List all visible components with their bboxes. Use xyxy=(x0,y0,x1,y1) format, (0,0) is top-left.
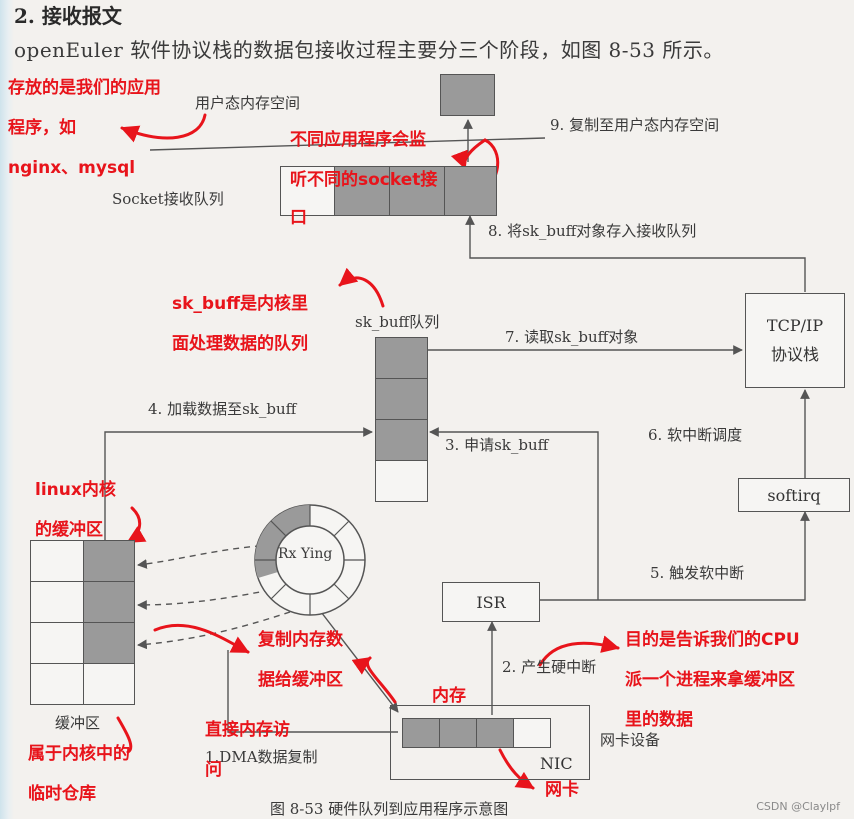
annotation: 直接内存访 xyxy=(205,720,290,740)
buffer-cell xyxy=(83,581,135,623)
nic-cell xyxy=(402,718,440,748)
rx-ring xyxy=(254,504,366,616)
isr-label: ISR xyxy=(476,592,506,612)
step-6-label: 6. 软中断调度 xyxy=(648,426,743,444)
tcpip-label-2: 协议栈 xyxy=(770,345,819,364)
buffer-cell xyxy=(83,622,135,664)
socket-cell xyxy=(389,166,445,216)
annotation: 里的数据 xyxy=(625,710,693,730)
annotation: 程序，如 xyxy=(8,118,76,138)
annotation: 内存 xyxy=(432,686,466,706)
step-3-label: 3. 申请sk_buff xyxy=(445,436,549,454)
nic-cell xyxy=(476,718,514,748)
tcpip-label: TCP/IP xyxy=(766,316,824,335)
annotation: 临时仓库 xyxy=(28,784,96,804)
buffer-cell xyxy=(30,622,84,664)
isr-box: ISR xyxy=(442,582,540,622)
user-space-label: 用户态内存空间 xyxy=(195,94,301,112)
skbuff-queue-label: sk_buff队列 xyxy=(355,313,440,331)
nic-label: NIC xyxy=(540,754,573,773)
buffer-cell xyxy=(30,540,84,582)
step-4-label: 4. 加载数据至sk_buff xyxy=(148,400,297,418)
watermark: CSDN @Claylpf xyxy=(756,800,840,813)
annotation: 口 xyxy=(290,208,307,228)
annotation: 问 xyxy=(205,760,222,780)
nic-device-label: 网卡设备 xyxy=(600,731,661,749)
annotation: 目的是告诉我们的CPU xyxy=(625,630,800,650)
annotation: 的缓冲区 xyxy=(35,520,103,540)
step-8-label: 8. 将sk_buff对象存入接收队列 xyxy=(488,222,697,240)
nic-device-box xyxy=(390,705,590,780)
annotation: 存放的是我们的应用 xyxy=(8,78,161,98)
step-9-label: 9. 复制至用户态内存空间 xyxy=(550,116,720,134)
buffer-cell xyxy=(30,663,84,705)
annotation: 复制内存数 xyxy=(258,630,343,650)
step-7-label: 7. 读取sk_buff对象 xyxy=(505,328,639,346)
socket-queue-label: Socket接收队列 xyxy=(112,190,224,208)
step-1-label: 1.DMA数据复制 xyxy=(205,748,318,766)
skbuff-cell xyxy=(375,337,428,379)
annotation: 听不同的socket接 xyxy=(290,170,438,190)
tcpip-stack-box: TCP/IP 协议栈 xyxy=(745,293,845,388)
user-space-box xyxy=(440,74,495,116)
intro-text: openEuler 软件协议栈的数据包接收过程主要分三个阶段，如图 8-53 所… xyxy=(14,38,724,62)
annotation: 属于内核中的 xyxy=(28,744,130,764)
skbuff-cell xyxy=(375,419,428,461)
annotation: linux内核 xyxy=(35,480,116,500)
buffer-cell xyxy=(83,663,135,705)
socket-cell xyxy=(280,166,335,216)
skbuff-cell xyxy=(375,460,428,502)
rx-ring-label: Rx Ying xyxy=(278,546,333,562)
socket-cell xyxy=(334,166,390,216)
annotation: nginx、mysql xyxy=(8,158,136,178)
socket-cell xyxy=(444,166,497,216)
buffer-label: 缓冲区 xyxy=(55,714,101,732)
step-5-label: 5. 触发软中断 xyxy=(650,564,745,582)
buffer-cell xyxy=(83,540,135,582)
annotation: 面处理数据的队列 xyxy=(172,334,308,354)
nic-cell xyxy=(439,718,477,748)
buffer-cell xyxy=(30,581,84,623)
annotation: 派一个进程来拿缓冲区 xyxy=(625,670,795,690)
figure-caption: 图 8-53 硬件队列到应用程序示意图 xyxy=(270,800,509,818)
skbuff-cell xyxy=(375,378,428,420)
softirq-box: softirq xyxy=(738,478,850,512)
annotation: 据给缓冲区 xyxy=(258,670,343,690)
section-heading: 2. 接收报文 xyxy=(14,4,122,28)
step-2-label: 2. 产生硬中断 xyxy=(502,658,597,676)
annotation: 不同应用程序会监 xyxy=(290,130,426,150)
annotation: 网卡 xyxy=(545,780,579,800)
softirq-label: softirq xyxy=(767,485,821,505)
annotation: sk_buff是内核里 xyxy=(172,294,308,314)
nic-cell xyxy=(513,718,551,748)
